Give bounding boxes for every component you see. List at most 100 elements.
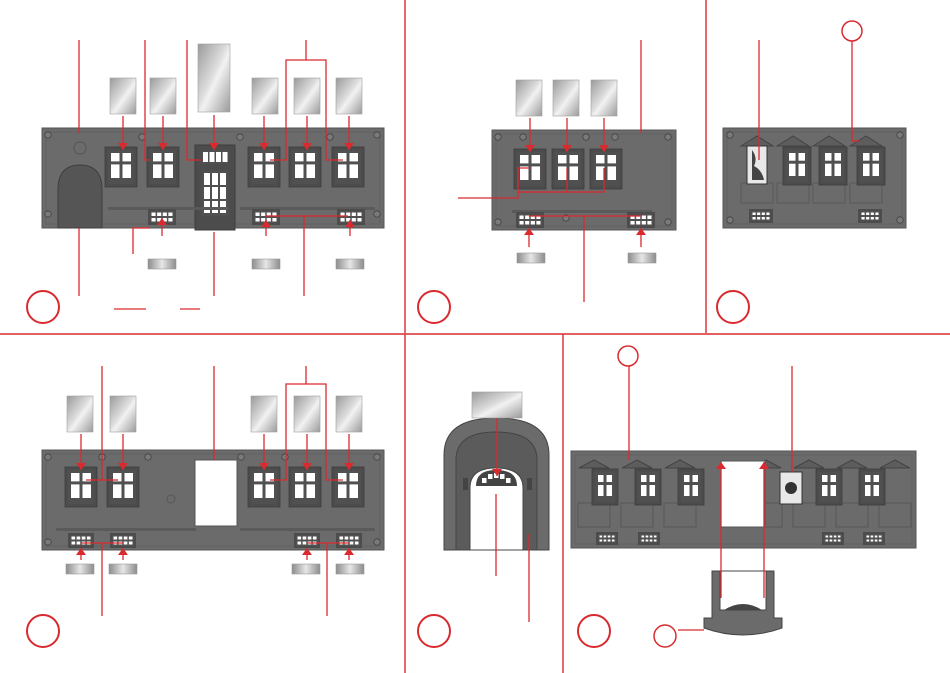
- window-pane: [598, 475, 604, 482]
- basement-window-pane: [261, 218, 265, 222]
- basement-window-frame: [865, 534, 883, 543]
- glazing-sheet: [336, 78, 362, 114]
- basement-window-pane: [766, 217, 769, 220]
- callout-circle: [654, 625, 676, 647]
- basement-window-pane: [531, 221, 535, 225]
- window-pane: [693, 485, 699, 496]
- basement-window-pane: [525, 221, 529, 225]
- mounting-pin: [495, 219, 501, 225]
- window-pane: [307, 473, 316, 481]
- window-pane: [350, 153, 359, 161]
- upper-window: [635, 469, 661, 505]
- basement-window-pane: [757, 217, 760, 220]
- cornice-ledge: [56, 528, 196, 531]
- step-panel-3: [723, 40, 906, 228]
- upper-window: [332, 147, 364, 187]
- window-pane: [111, 164, 120, 178]
- glazing-sheet: [591, 80, 617, 116]
- mounting-pin: [612, 134, 618, 140]
- side-slot: [527, 478, 532, 490]
- basement-window-pane: [646, 536, 649, 538]
- basement-window: [627, 212, 655, 228]
- basement-window-pane: [654, 536, 657, 538]
- door-pane: [220, 173, 226, 185]
- window-pane: [607, 475, 613, 482]
- basement-window-pane: [77, 542, 81, 545]
- door-opening: [721, 461, 765, 527]
- basement-window-pane: [525, 216, 529, 220]
- window-pane: [799, 164, 806, 176]
- basement-window: [516, 212, 544, 228]
- window-pane: [350, 164, 359, 178]
- basement-window-pane: [608, 536, 611, 538]
- upper-window: [859, 469, 885, 505]
- mounting-pin: [727, 132, 733, 138]
- step-panel-6: [571, 366, 916, 635]
- window-pane: [641, 485, 647, 496]
- basement-window-frame: [598, 534, 616, 543]
- window-pane: [350, 473, 359, 481]
- step-circle: [27, 291, 59, 323]
- window-pane: [123, 164, 132, 178]
- window-pane: [295, 473, 304, 481]
- step-number-2: [418, 291, 450, 323]
- window-pane: [295, 153, 304, 161]
- window-pane: [558, 155, 567, 163]
- window-pane: [165, 153, 174, 161]
- basement-window-pane: [642, 216, 646, 220]
- basement-window-pane: [838, 540, 841, 542]
- basement-window: [110, 533, 136, 548]
- window-pane: [863, 164, 870, 176]
- basement-window-pane: [762, 217, 765, 220]
- window-pane: [825, 153, 832, 161]
- basement-window: [336, 533, 362, 548]
- basement-window-pane: [646, 540, 649, 542]
- basement-window-pane: [341, 218, 345, 222]
- glazing-sheet: [252, 78, 278, 114]
- glazing-sheet: [553, 80, 579, 116]
- window-pane: [570, 166, 579, 180]
- basement-window: [749, 209, 773, 223]
- door-pane: [212, 187, 218, 199]
- glazing-sheet: [294, 396, 320, 432]
- door-pane: [212, 173, 218, 185]
- window-pane: [873, 153, 880, 161]
- transom-pane: [216, 152, 221, 162]
- basement-window-pane: [604, 540, 607, 542]
- basement-window-pane: [647, 216, 651, 220]
- fanlight-pane: [500, 474, 505, 479]
- basement-window-pane: [875, 213, 878, 216]
- window-pane: [822, 475, 828, 482]
- fanlight-pane: [482, 478, 487, 483]
- basement-window-pane: [340, 537, 344, 540]
- glazing-sheet: [110, 396, 136, 432]
- basement-window-pane: [762, 213, 765, 216]
- basement-window-pane: [350, 542, 354, 545]
- window-pane: [608, 155, 617, 163]
- window-pane: [825, 164, 832, 176]
- window-pane: [254, 153, 263, 161]
- basement-window-pane: [871, 217, 874, 220]
- upper-window: [65, 467, 97, 507]
- step-circle: [717, 291, 749, 323]
- basement-window-pane: [867, 536, 870, 538]
- basement-window: [294, 533, 320, 548]
- window-pane: [338, 484, 347, 498]
- step-number-1: [27, 291, 59, 323]
- upper-window: [332, 467, 364, 507]
- basement-glazing-sheet: [517, 253, 545, 263]
- basement-window-pane: [826, 536, 829, 538]
- mounting-pin: [665, 134, 671, 140]
- leader-line: [852, 40, 859, 141]
- window-pane: [532, 166, 541, 180]
- basement-window-pane: [612, 536, 615, 538]
- basement-window-frame: [824, 534, 842, 543]
- step-circle: [418, 291, 450, 323]
- mounting-pin: [374, 539, 380, 545]
- basement-glazing-sheet: [336, 564, 364, 574]
- basement-window-pane: [879, 540, 882, 542]
- mounting-pin: [495, 134, 501, 140]
- basement-window-frame: [640, 534, 658, 543]
- mounting-pin: [897, 217, 903, 223]
